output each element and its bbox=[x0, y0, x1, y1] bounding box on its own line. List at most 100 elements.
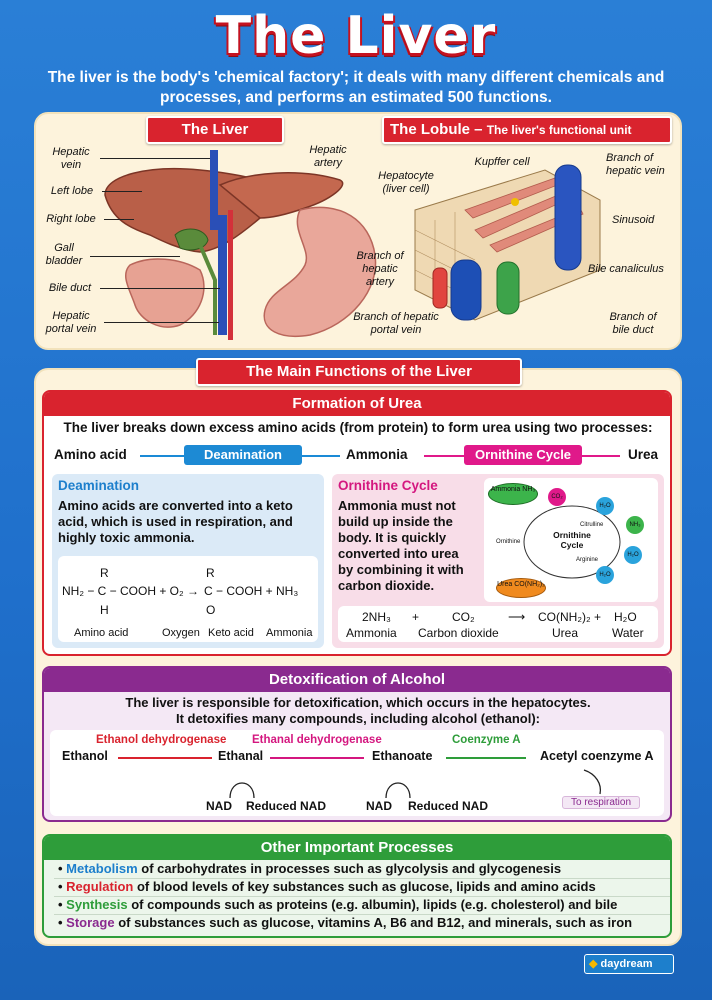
flow-ornithine: Ornithine Cycle bbox=[464, 445, 582, 465]
alc-ethanol: Ethanol bbox=[62, 749, 108, 763]
list-item: • Metabolism of carbohydrates in process… bbox=[58, 861, 562, 876]
hepatic-artery-shape bbox=[228, 210, 233, 340]
to-respiration: To respiration bbox=[562, 796, 640, 809]
eq2-c: CO(NH₂)₂ bbox=[538, 610, 591, 624]
label-branch-portal-vein: Branch of hepatic portal vein bbox=[353, 311, 439, 336]
portal-vein-branch bbox=[450, 259, 482, 321]
alc-arrow-3 bbox=[446, 757, 526, 759]
leader-line bbox=[104, 219, 134, 220]
label-hepatic-artery: Hepatic artery bbox=[309, 144, 347, 169]
alc-arrow-2 bbox=[270, 757, 364, 759]
alcohol-header: Detoxification of Alcohol bbox=[44, 668, 670, 692]
bullet-text: of blood levels of key substances such a… bbox=[133, 879, 596, 894]
deamination-text: Amino acids are converted into a keto ac… bbox=[58, 498, 293, 545]
stomach-shape bbox=[263, 206, 377, 337]
reduced-nad-2: Reduced NAD bbox=[408, 799, 489, 813]
leader-line bbox=[102, 191, 142, 192]
eq-r-top: R bbox=[100, 566, 109, 580]
cycle-ammonia: Ammonia NH₃ bbox=[488, 483, 538, 505]
lobule-label: The Lobule – The liver's functional unit bbox=[382, 116, 672, 144]
label-sinusoid: Sinusoid bbox=[612, 214, 655, 226]
divider bbox=[54, 878, 670, 879]
label-amino-acid: Amino acid bbox=[74, 627, 129, 639]
deamination-title: Deamination bbox=[58, 478, 140, 493]
cycle-ornithine: Ornithine bbox=[496, 539, 521, 545]
label-keto-acid: Keto acid bbox=[208, 627, 254, 639]
eq-o-bottom: O bbox=[206, 603, 216, 617]
bullet-key: Regulation bbox=[66, 879, 134, 894]
cycle-h2o-3: H₂O bbox=[596, 566, 614, 584]
list-item: • Storage of substances such as glucose,… bbox=[58, 915, 633, 930]
deamination-equation-box bbox=[58, 556, 318, 642]
logo-text: daydream bbox=[600, 958, 653, 970]
left-lobe-shape bbox=[218, 172, 344, 219]
bullet-key: Storage bbox=[66, 915, 115, 930]
eq2-arrow: ⟶ bbox=[508, 610, 526, 624]
eq2-la: Ammonia bbox=[346, 626, 397, 640]
hepatic-vein-shape bbox=[210, 150, 218, 230]
alc-arrow-1 bbox=[118, 757, 212, 759]
kupffer-cell bbox=[511, 198, 519, 206]
nad-1: NAD bbox=[206, 799, 232, 813]
eq-r-top-2: R bbox=[206, 566, 215, 580]
enz-ethanal-dehydrogenase: Ethanal dehydrogenase bbox=[252, 734, 382, 746]
label-hepatic-vein: Hepatic vein bbox=[52, 146, 90, 171]
daydream-logo: ◆ daydream bbox=[584, 954, 674, 974]
label-left-lobe: Left lobe bbox=[50, 185, 94, 197]
flow-urea: Urea bbox=[628, 447, 659, 462]
leader-line bbox=[100, 158, 210, 159]
label-branch-hepatic-vein: Branch of hepatic vein bbox=[606, 152, 665, 177]
alc-acetyl-coa: Acetyl coenzyme A bbox=[540, 749, 654, 763]
other-section: Other Important Processes bbox=[42, 834, 672, 938]
lobule-title: The Lobule bbox=[390, 121, 470, 138]
label-oxygen: Oxygen bbox=[162, 627, 200, 639]
flow-ammonia: Ammonia bbox=[346, 447, 408, 462]
ornithine-text: Ammonia must not build up inside the bod… bbox=[338, 498, 464, 593]
page-title: The Liver bbox=[215, 6, 497, 66]
bullet-key: Metabolism bbox=[66, 861, 138, 876]
eq2-lb: Carbon dioxide bbox=[418, 626, 499, 640]
divider bbox=[54, 914, 670, 915]
flow-amino-acid: Amino acid bbox=[54, 447, 127, 462]
ornithine-title: Ornithine Cycle bbox=[338, 478, 438, 493]
leader-line bbox=[104, 322, 219, 323]
cycle-urea: Urea CO(NH₂)₂ bbox=[496, 578, 546, 598]
urea-intro: The liver breaks down excess amino acids… bbox=[63, 420, 653, 435]
cycle-arginine: Arginine bbox=[576, 557, 599, 563]
label-right-lobe: Right lobe bbox=[46, 213, 96, 225]
nad-arc-2 bbox=[385, 782, 411, 799]
main-functions-label: The Main Functions of the Liver bbox=[196, 358, 522, 386]
bullet-key: Synthesis bbox=[66, 897, 128, 912]
eq2-plus2: + bbox=[594, 610, 602, 624]
other-header: Other Important Processes bbox=[44, 836, 670, 860]
artery-branch bbox=[432, 267, 448, 309]
label-hepatocyte: Hepatocyte (liver cell) bbox=[378, 170, 434, 195]
label-ammonia: Ammonia bbox=[266, 627, 313, 639]
cycle-h2o-1: H₂O bbox=[596, 497, 614, 515]
flow-deamination: Deamination bbox=[184, 445, 302, 465]
label-bile-duct: Bile duct bbox=[48, 282, 92, 294]
label-hepatic-portal-vein: Hepatic portal vein bbox=[45, 310, 97, 335]
alc-ethanal: Ethanal bbox=[218, 749, 264, 763]
bullet-text: of compounds such as proteins (e.g. albu… bbox=[127, 897, 618, 912]
divider bbox=[54, 896, 670, 897]
eq2-lc: Urea bbox=[552, 626, 579, 640]
bullet-text: of carbohydrates in processes such as gl… bbox=[137, 861, 562, 876]
cycle-h2o-2: H₂O bbox=[624, 546, 642, 564]
nad-arc-1 bbox=[229, 782, 255, 799]
nad-2: NAD bbox=[366, 799, 392, 813]
eq2-b: CO₂ bbox=[452, 610, 475, 624]
label-kupffer: Kupffer cell bbox=[474, 156, 530, 168]
reduced-nad-1: Reduced NAD bbox=[246, 799, 327, 813]
eq-h-bottom: H bbox=[100, 603, 109, 617]
urea-equation-box bbox=[338, 606, 658, 642]
cycle-center: Ornithine Cycle bbox=[553, 530, 591, 550]
alc-ethanoate: Ethanoate bbox=[372, 749, 433, 763]
eq2-plus1: + bbox=[412, 610, 420, 624]
hepatic-vein-branch bbox=[554, 164, 582, 271]
lobule-illustration bbox=[414, 164, 601, 321]
logo-icon: ◆ bbox=[589, 958, 598, 970]
eq2-a: 2NH₃ bbox=[362, 610, 391, 624]
gall-bladder-shape bbox=[174, 228, 209, 251]
alcohol-text1: The liver is responsible for detoxificat… bbox=[125, 695, 591, 710]
